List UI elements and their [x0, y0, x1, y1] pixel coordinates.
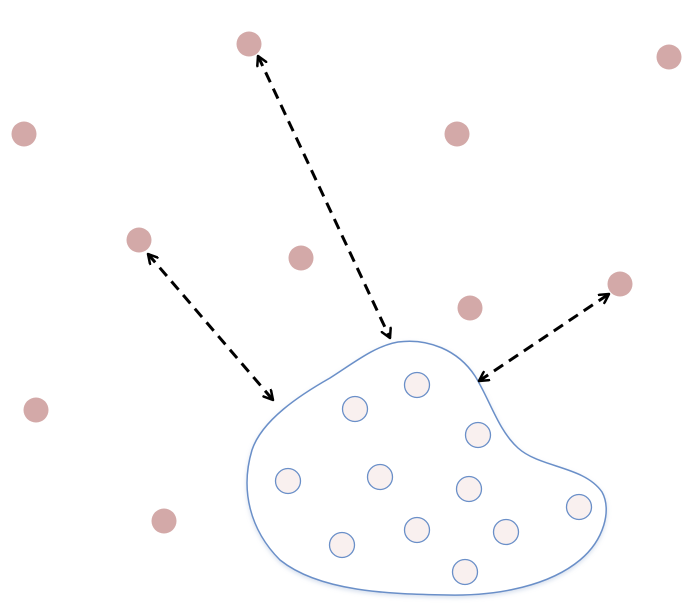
arrow-upper-left [148, 254, 273, 400]
inside-dot [565, 493, 593, 521]
inside-dots [274, 371, 593, 586]
inside-dot [328, 531, 356, 559]
inside-dot [464, 421, 492, 449]
outside-dot [444, 121, 470, 147]
inside-dot [403, 516, 431, 544]
outside-dot [23, 397, 49, 423]
outside-dot [236, 31, 262, 57]
outside-dot [11, 121, 37, 147]
outside-dot [457, 295, 483, 321]
arrows [148, 56, 609, 400]
arrow-right [479, 294, 609, 381]
inside-dot [341, 395, 369, 423]
inside-dot [274, 467, 302, 495]
inside-dot [455, 475, 483, 503]
outside-dot [151, 508, 177, 534]
outside-dot [288, 245, 314, 271]
outside-dot [656, 44, 682, 70]
inside-dot [492, 518, 520, 546]
outside-dots [11, 31, 682, 534]
inside-dot [403, 371, 431, 399]
outside-dot [126, 227, 152, 253]
outside-dot [607, 271, 633, 297]
inside-dot [451, 558, 479, 586]
inside-dot [366, 463, 394, 491]
arrow-top [258, 56, 390, 338]
